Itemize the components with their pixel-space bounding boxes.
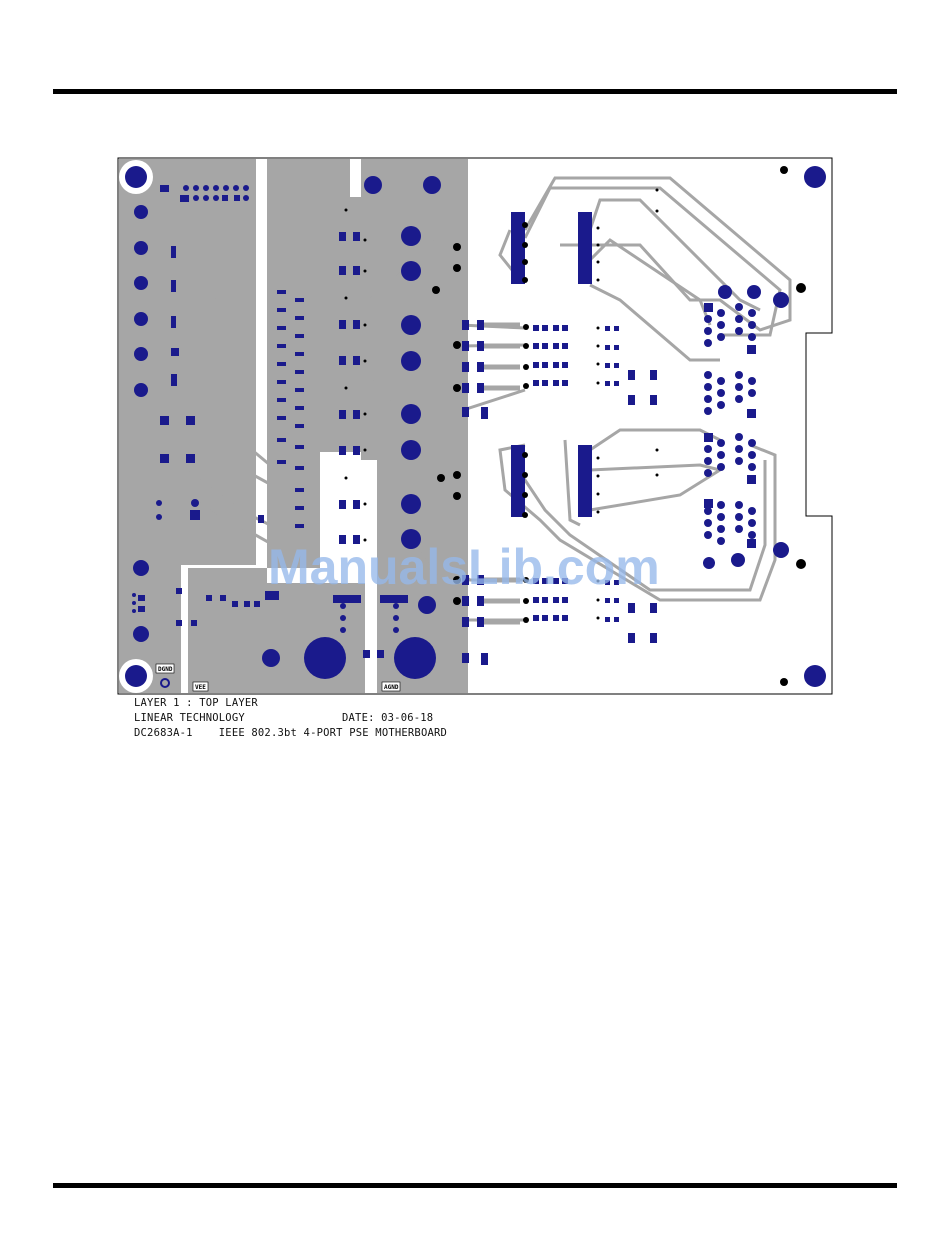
date-caption: DATE: 03-06-18: [342, 712, 433, 724]
layer-caption: LAYER 1 : TOP LAYER: [134, 697, 258, 709]
board-caption: DC2683A-1 IEEE 802.3bt 4-PORT PSE MOTHER…: [134, 727, 447, 739]
dgnd-label: DGND: [158, 666, 173, 673]
agnd-label: AGND: [384, 684, 399, 691]
vee-label: VEE: [195, 684, 206, 691]
watermark: ManualsLib.com: [268, 538, 660, 596]
bottom-rule: [53, 1183, 897, 1188]
company-caption: LINEAR TECHNOLOGY: [134, 712, 245, 724]
